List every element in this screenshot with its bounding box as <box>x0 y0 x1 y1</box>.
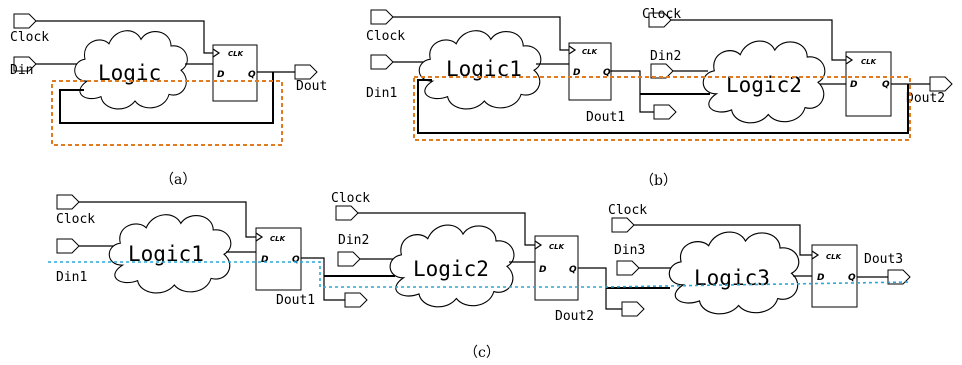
diagram-b: Clock Din1 Logic1 CLK D Q Dout1 Clock Di… <box>366 7 953 189</box>
ff2-clock-triangle <box>845 55 854 65</box>
c-clock2-input-port <box>335 205 359 221</box>
clock2-wire <box>671 19 846 61</box>
c-ff2-clock-triangle <box>534 240 543 250</box>
c-clock1-wire <box>79 201 256 238</box>
c-q1-out-wire <box>301 257 345 301</box>
dout1-output-port <box>653 104 677 120</box>
c-clock1-label: Clock <box>56 212 95 227</box>
c-flip-flop-3 <box>811 244 858 308</box>
c-din1-label: Din1 <box>56 270 87 285</box>
ff1-clk-label: CLK <box>582 48 598 56</box>
din2-input-port <box>650 63 674 79</box>
c-din2-label: Din2 <box>338 233 369 248</box>
c-ff2-d-label: D <box>539 265 547 275</box>
c-clock1-input-port <box>56 194 80 210</box>
c-dout1-output-port <box>344 292 368 308</box>
c-dout3-label: Dout3 <box>864 252 903 267</box>
c-ff1-clk-label: CLK <box>270 235 286 243</box>
clock-wire <box>36 20 213 54</box>
ff-d-label: D <box>217 70 225 80</box>
c-ff1-clock-triangle <box>255 232 264 242</box>
feedback-wire <box>59 72 274 124</box>
c-din3-input-port <box>616 260 640 276</box>
c-clock2-wire <box>358 212 535 246</box>
ff1-d-label: D <box>573 68 581 78</box>
c-ff2-clk-label: CLK <box>549 243 565 251</box>
c-din3-label: Din3 <box>614 243 645 258</box>
clock-triangle <box>212 48 221 58</box>
c-clock3-wire <box>634 224 812 256</box>
diagram-c: Clock Din1 Logic1 CLK D Q Dout1 Clock Di… <box>48 191 911 361</box>
c-clock2-label: Clock <box>331 191 370 206</box>
din2-label: Din2 <box>650 49 681 64</box>
flip-flop-1 <box>568 42 612 101</box>
clock1-wire <box>393 16 569 51</box>
ff1-q-label: Q <box>603 68 611 78</box>
clock1-input-port <box>370 9 394 25</box>
c-clock3-label: Clock <box>608 203 647 218</box>
ff1-clock-triangle <box>568 45 577 55</box>
dout1-label: Dout1 <box>586 110 625 125</box>
c-ff1-d-label: D <box>261 255 269 265</box>
c-ff3-d-label: D <box>817 273 825 283</box>
caption-b: （b） <box>640 173 677 189</box>
feedback-path-highlight-b <box>413 76 911 141</box>
c-logic3-label: Logic3 <box>694 266 770 290</box>
caption-c: （c） <box>464 345 500 361</box>
q1-out-wire <box>611 70 654 113</box>
din1-label: Din1 <box>366 86 397 101</box>
feedback-path-highlight <box>51 80 283 146</box>
caption-a: （a） <box>160 172 196 188</box>
ff2-d-label: D <box>850 80 858 90</box>
din-label: Din <box>10 63 33 78</box>
flip-flop-2 <box>845 51 892 117</box>
dout2-output-port <box>929 76 953 92</box>
c-dout2-output-port <box>621 301 645 317</box>
c-ff3-clock-triangle <box>811 250 820 260</box>
flip-flop <box>212 44 258 102</box>
ff2-clk-label: CLK <box>861 58 877 66</box>
c-dout1-label: Dout1 <box>276 293 315 308</box>
din1-input-port <box>370 54 394 70</box>
c-din2-input-port <box>337 251 361 267</box>
c-ff3-q-label: Q <box>848 273 856 283</box>
c-flip-flop-1 <box>255 227 302 291</box>
dout-label: Dout <box>296 79 327 94</box>
c-dout2-label: Dout2 <box>555 309 594 324</box>
clock-input-port <box>13 13 37 29</box>
c-clock3-input-port <box>611 217 635 233</box>
ff-q-label: Q <box>248 70 256 80</box>
clock-label: Clock <box>10 30 49 45</box>
feedback-wire-b <box>417 79 909 134</box>
c-din1-input-port <box>56 238 80 254</box>
ff2-q-label: Q <box>882 80 890 90</box>
diagram-a: Clock Din Logic CLK D Q Dout （a） <box>10 13 327 188</box>
clock2-label: Clock <box>642 7 681 22</box>
ff-clk-label: CLK <box>228 50 244 58</box>
c-ff3-clk-label: CLK <box>826 253 842 261</box>
dout2-label: Dout2 <box>906 91 945 106</box>
critical-path-line <box>48 261 911 288</box>
c-ff1-q-label: Q <box>292 255 300 265</box>
c-ff2-q-label: Q <box>569 265 577 275</box>
clock1-label: Clock <box>366 29 405 44</box>
dout-output-port <box>294 64 318 80</box>
c-logic2-label: Logic2 <box>413 257 489 281</box>
